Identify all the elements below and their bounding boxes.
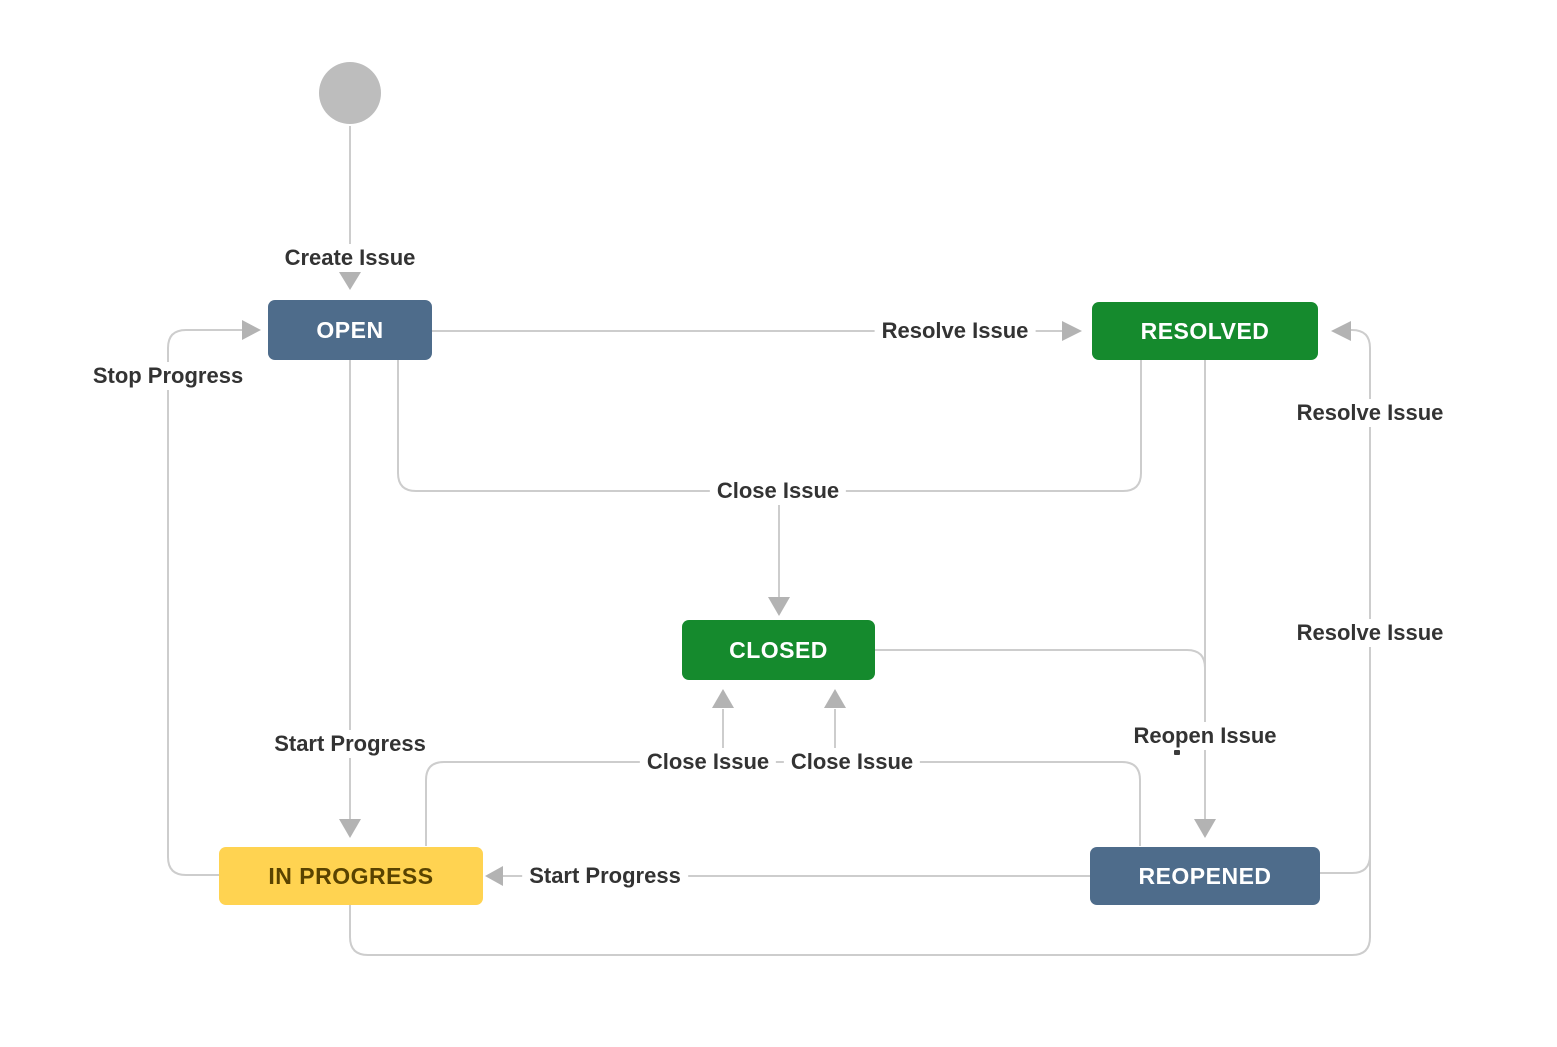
start-node[interactable] <box>319 62 381 124</box>
edge-stop-progress <box>167 329 242 876</box>
edge-closed-right-join <box>875 649 1206 719</box>
transition-resolve-issue-open[interactable]: Resolve Issue <box>874 317 1036 345</box>
transition-stop-progress[interactable]: Stop Progress <box>85 362 251 390</box>
status-resolved[interactable]: RESOLVED <box>1092 302 1318 360</box>
transition-start-progress-open[interactable]: Start Progress <box>267 730 433 758</box>
transition-close-issue-reopened[interactable]: Close Issue <box>783 748 921 776</box>
transition-reopen-issue[interactable]: Reopen Issue <box>1126 722 1284 750</box>
arrowhead-into-open-left <box>242 320 261 340</box>
status-reopened[interactable]: REOPENED <box>1090 847 1320 905</box>
edge-reopened-right-join <box>1320 800 1371 874</box>
transition-resolve-issue-right-lower[interactable]: Resolve Issue <box>1289 619 1451 647</box>
status-closed[interactable]: CLOSED <box>682 620 875 680</box>
transition-close-issue-in-progress[interactable]: Close Issue <box>639 748 777 776</box>
arrowhead-into-open-top <box>339 272 361 290</box>
reopen-issue-dot <box>1174 750 1180 755</box>
arrowhead-into-resolved-left <box>1062 321 1082 341</box>
arrowhead-into-resolved-right <box>1331 321 1351 341</box>
arrowhead-into-inprogress-right <box>485 866 503 886</box>
arrowhead-into-inprogress-top <box>339 819 361 838</box>
transition-close-issue-shared[interactable]: Close Issue <box>709 477 847 505</box>
arrowhead-into-closed-bottom-right <box>824 689 846 708</box>
arrowhead-into-closed-bottom-left <box>712 689 734 708</box>
arrowhead-into-reopened-top <box>1194 819 1216 838</box>
arrowhead-into-closed-top <box>768 597 790 616</box>
edge-bottom-right-rail <box>349 329 1371 956</box>
edge-close-bottom <box>425 761 1141 846</box>
transition-create-issue[interactable]: Create Issue <box>277 244 423 272</box>
transition-resolve-issue-right-upper[interactable]: Resolve Issue <box>1289 399 1451 427</box>
transition-start-progress-reopened[interactable]: Start Progress <box>522 862 688 890</box>
status-in-progress[interactable]: IN PROGRESS <box>219 847 483 905</box>
edge-close-shared <box>397 360 1142 492</box>
status-open[interactable]: OPEN <box>268 300 432 360</box>
